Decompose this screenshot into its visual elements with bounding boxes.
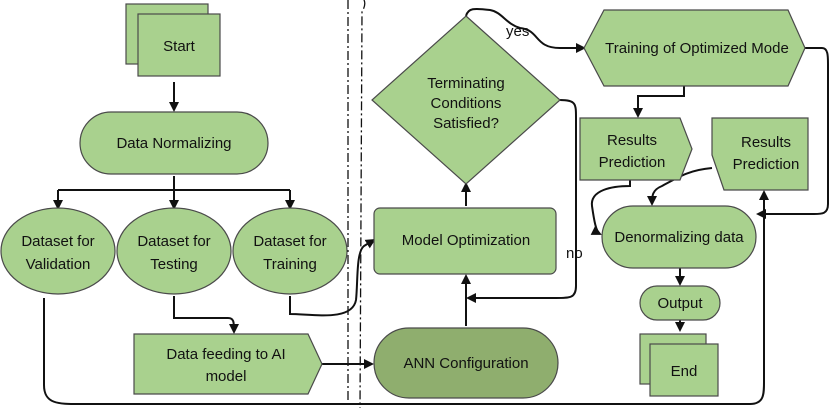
edge-decision-yes [465,7,586,53]
node-ann-configuration-label: ANN Configuration [403,355,528,372]
node-dataset-training-label-1: Dataset for [253,233,326,250]
edge-decision-no [466,99,577,303]
edge-validation-to-results [43,190,769,405]
node-results-prediction-1-label-1: Results [607,132,657,149]
node-data-normalizing-label: Data Normalizing [116,135,231,152]
edge-testing-to-feeding [173,296,239,334]
node-dataset-testing-label-1: Dataset for [137,233,210,250]
node-denormalizing-label: Denormalizing data [614,229,744,246]
node-dataset-training: Dataset for Training [232,207,348,295]
node-dataset-validation-label-2: Validation [26,256,91,273]
node-data-feeding-label-2: model [206,368,247,385]
node-dataset-validation-label-1: Dataset for [21,233,94,250]
edge-label-yes: yes [506,23,529,40]
node-dataset-testing-label-2: Testing [150,256,198,273]
node-data-feeding: Data feeding to AI model [133,333,323,395]
node-end: End [639,333,719,397]
node-ann-configuration: ANN Configuration [373,327,559,399]
edge-training-to-optimization [289,238,376,317]
edge-label-no: no [566,245,583,262]
node-terminating-label-2: Conditions [431,95,502,112]
node-training-optimized-label: Training of Optimized Mode [605,40,789,57]
node-terminating-decision: Terminating Conditions Satisfied? [371,15,561,185]
node-end-label: End [671,363,698,380]
node-model-optimization: Model Optimization [373,207,557,275]
node-model-optimization-label: Model Optimization [402,232,530,249]
node-dataset-testing: Dataset for Testing [116,207,232,295]
node-data-feeding-label-1: Data feeding to AI [166,346,285,363]
edge-training-loop-to-denormalizing [756,47,829,219]
node-denormalizing: Denormalizing data [601,205,757,269]
node-data-normalizing: Data Normalizing [79,111,269,175]
node-dataset-training-label-2: Training [263,256,317,273]
node-results-prediction-2: Results Prediction [711,117,809,191]
node-start-label: Start [163,38,196,55]
section-divider-right [359,0,366,408]
node-start: Start [125,3,221,77]
node-dataset-validation: Dataset for Validation [0,207,116,295]
node-terminating-label-1: Terminating [427,75,505,92]
node-output-label: Output [657,295,703,312]
node-results-prediction-1: Results Prediction [579,117,693,181]
node-training-optimized: Training of Optimized Mode [583,9,806,87]
edge-results2-to-denormalizing [647,167,713,206]
node-output: Output [639,285,721,321]
edge-results-to-denormalizing [590,180,631,235]
node-terminating-label-3: Satisfied? [433,115,499,132]
edge-training-to-results [633,86,685,118]
node-results-prediction-2-label-1: Results [741,134,791,151]
node-results-prediction-1-label-2: Prediction [599,154,666,171]
node-results-prediction-2-label-2: Prediction [733,156,800,173]
